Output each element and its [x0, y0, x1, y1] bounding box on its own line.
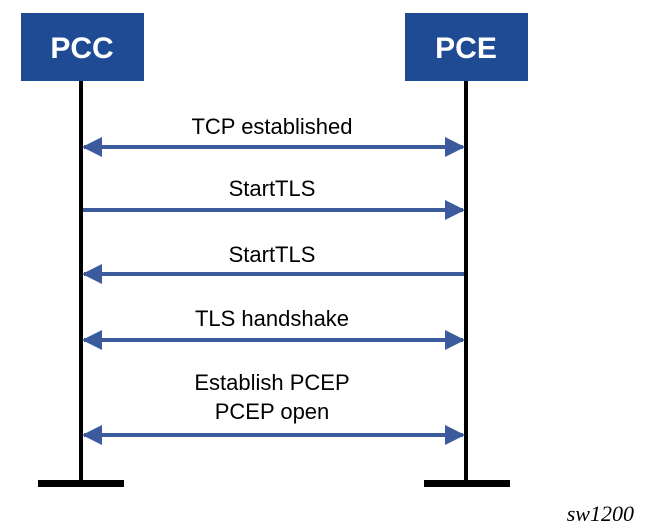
pcc-node-box: [21, 13, 144, 81]
message-label: Establish PCEP: [194, 370, 349, 395]
message-label: TCP established: [191, 114, 352, 139]
pce-node-box: [405, 13, 528, 81]
figure-id: sw1200: [567, 501, 634, 526]
pcc-lifeline-end: [38, 480, 124, 487]
message-tls-handshake: TLS handshake: [82, 306, 465, 350]
message-label: StartTLS: [229, 176, 316, 201]
pce-node-label: PCE: [435, 32, 497, 65]
message-label: StartTLS: [229, 242, 316, 267]
pcc-node: PCC: [21, 13, 144, 81]
message-label: TLS handshake: [195, 306, 349, 331]
message-starttls-request: StartTLS: [83, 176, 465, 220]
message-label-line-2: PCEP open: [215, 399, 330, 424]
message-starttls-response: StartTLS: [82, 242, 464, 284]
pce-lifeline-end: [424, 480, 510, 487]
message-tcp-established: TCP established: [82, 114, 465, 157]
pce-node: PCE: [405, 13, 528, 81]
pcc-node-label: PCC: [50, 32, 113, 65]
message-establish-pcep: Establish PCEP PCEP open: [82, 370, 465, 445]
